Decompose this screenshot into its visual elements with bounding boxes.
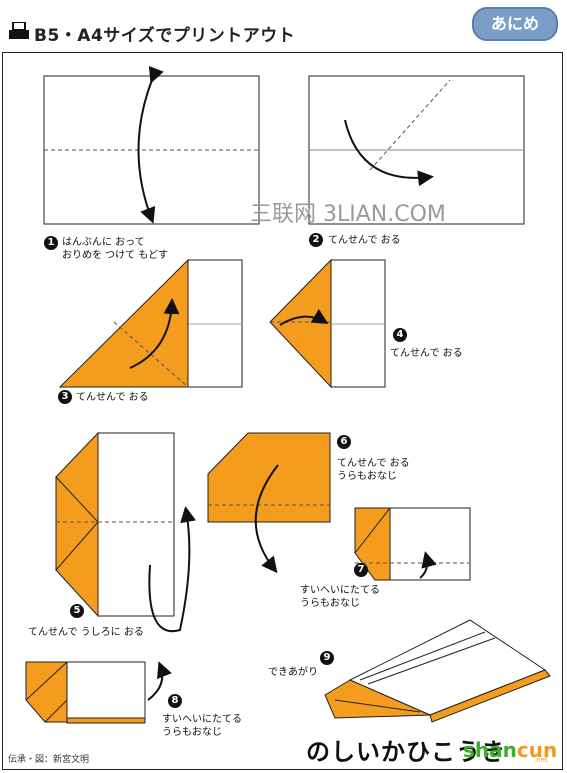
step-number: 9 [320, 651, 334, 665]
step-number: 4 [393, 328, 407, 342]
shancun-net: .net [534, 756, 548, 764]
diagram-frame [2, 52, 563, 770]
step-9-figure [324, 619, 551, 723]
step-caption: てんせんで おる [390, 348, 463, 359]
step-caption: すいへいにたてる [300, 585, 380, 596]
shan-text: shan [463, 738, 517, 762]
step-number: 3 [58, 390, 72, 404]
step-caption: てんせんで うしろに おる [28, 627, 144, 638]
credit-text: 伝承・図：新宮文明 [8, 755, 90, 765]
cun-text: cun [516, 738, 558, 762]
step-1-figure [43, 65, 260, 225]
step-number: 7 [354, 563, 368, 577]
step-number: 1 [44, 236, 58, 250]
step-6-figure [207, 432, 331, 574]
step-caption: はんぶんに おって [62, 237, 145, 248]
step-caption: すいへいにたてる [162, 714, 242, 725]
step-caption: おりめを つけて もどす [62, 250, 169, 261]
shancun-logo: shancun [463, 738, 557, 762]
page-title: のしいかひこうき [306, 738, 506, 766]
step-number: 6 [337, 435, 351, 449]
step-caption: てんせんで おる [76, 392, 149, 403]
step-4-figure [269, 258, 386, 389]
step-number: 2 [309, 233, 323, 247]
step-8-figure [25, 661, 172, 724]
step-2-figure [308, 75, 525, 225]
anime-button[interactable]: あにめ [472, 7, 558, 41]
print-size-title[interactable]: B5・A4サイズでプリントアウト [34, 26, 296, 46]
watermark-text: 三联网 3LIAN.COM [250, 202, 446, 227]
step-caption: うらもおなじ [300, 598, 360, 609]
step-number: 5 [70, 604, 84, 618]
step-caption: てんせんで おる [328, 235, 401, 246]
printer-icon[interactable] [8, 22, 30, 40]
step-caption: うらもおなじ [337, 471, 397, 482]
step-caption: できあがり [268, 667, 318, 678]
step-caption: てんせんで おる [337, 458, 410, 469]
step-number: 8 [168, 694, 182, 708]
step-5-figure [55, 431, 196, 633]
step-caption: うらもおなじ [162, 727, 222, 738]
step-3-figure [58, 258, 243, 388]
step-7-figure [354, 507, 471, 581]
